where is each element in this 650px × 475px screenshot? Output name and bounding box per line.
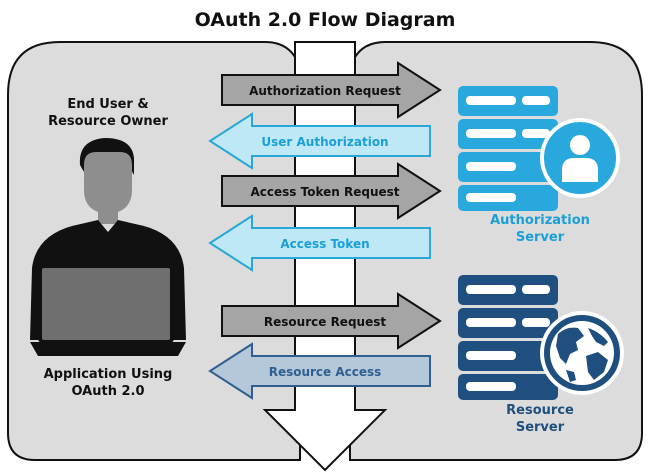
user-authorization-arrow: User Authorization <box>208 112 431 170</box>
authorization-server-icon <box>458 86 620 211</box>
application-label-line-2: OAuth 2.0 <box>71 384 144 399</box>
user-authorization-label: User Authorization <box>261 135 388 149</box>
resource-access-label: Resource Access <box>269 365 382 379</box>
access-token-request-arrow: Access Token Request <box>221 162 442 220</box>
access-token-arrow: Access Token <box>208 214 431 272</box>
resource-server-label-line-1: Resource <box>506 403 574 418</box>
access-token-request-label: Access Token Request <box>251 185 400 199</box>
resource-request-label: Resource Request <box>264 315 386 329</box>
authorization-server-label-line-2: Server <box>516 230 565 245</box>
resource-request-arrow: Resource Request <box>221 292 442 350</box>
person-with-laptop-icon <box>30 138 186 356</box>
authorization-request-label: Authorization Request <box>249 84 401 98</box>
end-user-label-line-1: End User & <box>67 97 148 112</box>
end-user-label-line-2: Resource Owner <box>48 114 168 129</box>
authorization-server-label-line-1: Authorization <box>490 213 590 228</box>
application-label-line-1: Application Using <box>44 367 173 382</box>
authorization-request-arrow: Authorization Request <box>221 61 442 119</box>
resource-server-label-line-2: Server <box>516 420 565 435</box>
diagram-title: OAuth 2.0 Flow Diagram <box>195 9 456 31</box>
resource-server-icon <box>458 275 624 400</box>
resource-access-arrow: Resource Access <box>208 342 431 400</box>
access-token-label: Access Token <box>280 237 369 251</box>
